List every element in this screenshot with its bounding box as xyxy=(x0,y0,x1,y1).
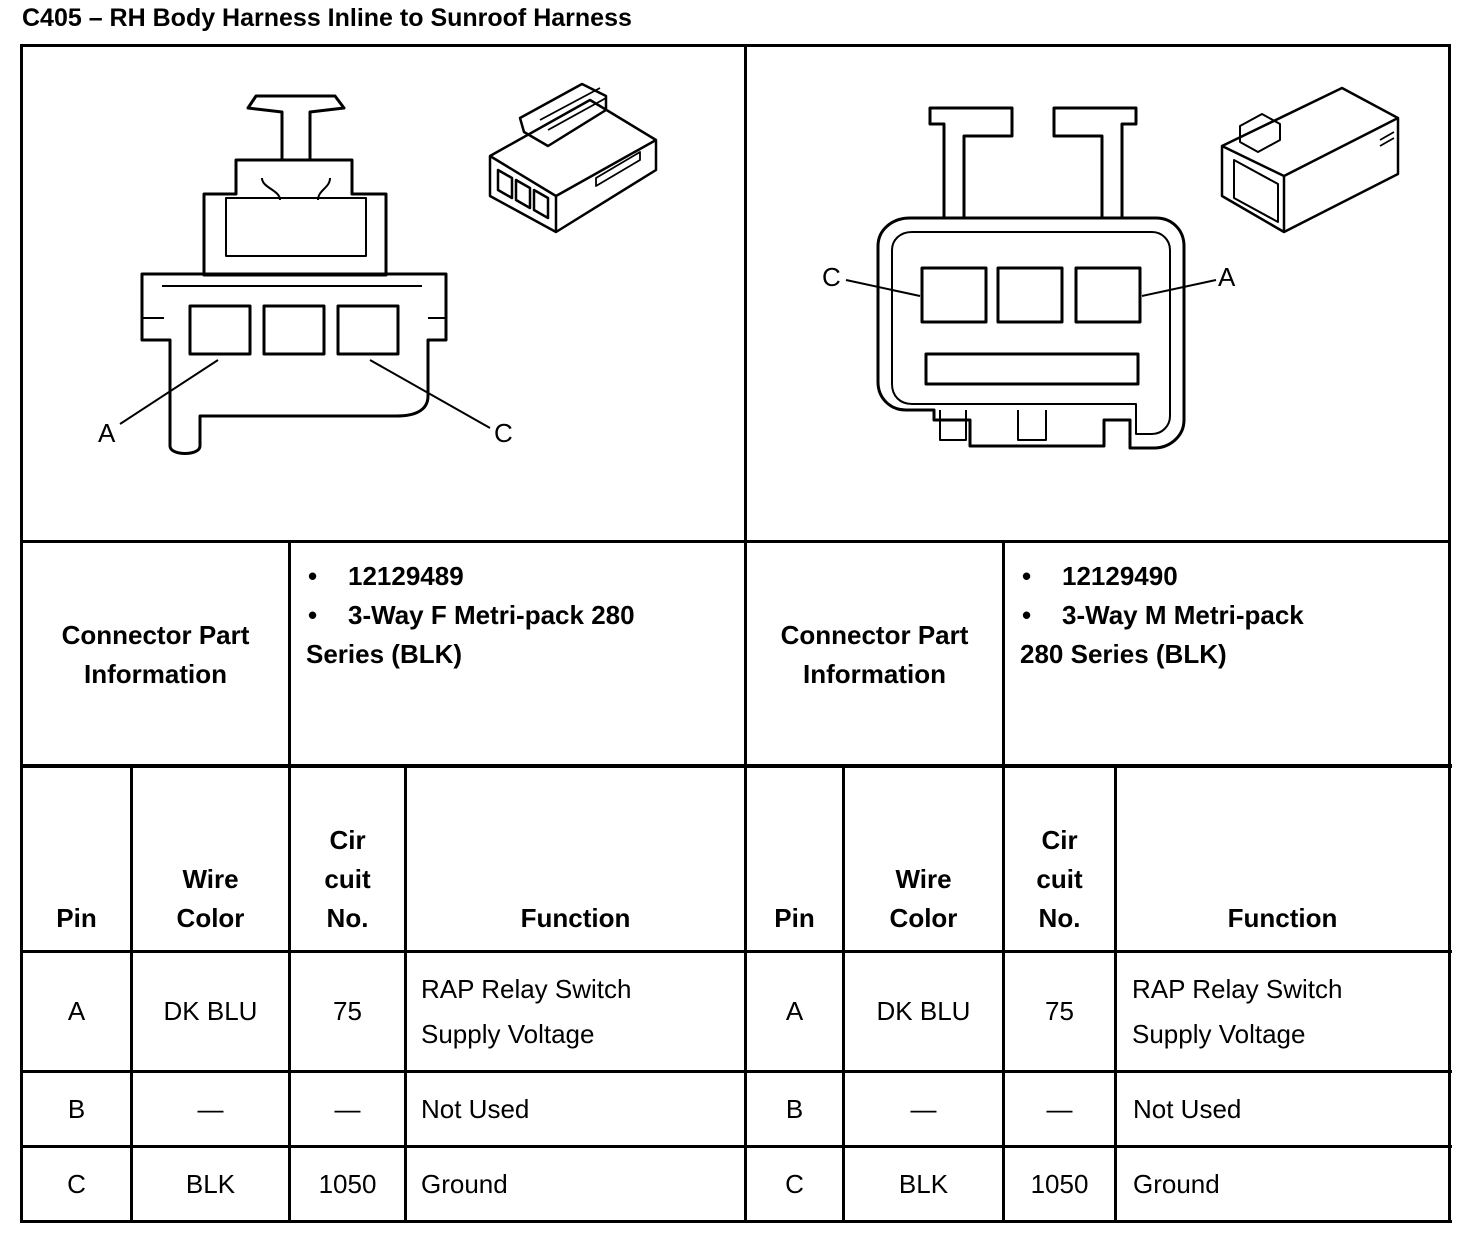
function-cell: RAP Relay Switch Supply Voltage xyxy=(421,967,632,1057)
wire-color-cell: — xyxy=(910,1093,937,1124)
connector-part-list: • 12129489 • 3-Way F Metri-pack 280 Seri… xyxy=(306,557,736,674)
function-cell: RAP Relay Switch Supply Voltage xyxy=(1132,967,1343,1057)
function-cell: Not Used xyxy=(421,1093,530,1124)
column-header-wire-color: Wire Color xyxy=(845,860,1002,938)
diagram-label-pin-c-left: C xyxy=(494,418,513,448)
circuit-cell: 1050 xyxy=(1030,1168,1089,1199)
grid-line xyxy=(1448,44,1451,1223)
header-line: Cir xyxy=(329,825,366,855)
function-line: Supply Voltage xyxy=(1132,1019,1306,1049)
female-connector-iso-drawing xyxy=(488,82,658,234)
grid-line xyxy=(842,764,845,1223)
part-number: 12129489 xyxy=(348,561,464,591)
bullet-icon: • xyxy=(1022,561,1032,591)
header-line: Wire xyxy=(182,864,239,894)
grid-line xyxy=(20,44,23,1223)
circuit-cell: — xyxy=(334,1093,361,1124)
info-label-line: Information xyxy=(84,659,227,689)
column-header-circuit: Cir cuit No. xyxy=(291,821,404,938)
grid-line xyxy=(1114,764,1117,1223)
info-label-line: Information xyxy=(803,659,946,689)
column-header-circuit: Cir cuit No. xyxy=(1005,821,1114,938)
circuit-cell: 75 xyxy=(1045,996,1074,1026)
grid-line xyxy=(130,764,133,1223)
part-number: 12129490 xyxy=(1062,561,1178,591)
function-cell: Ground xyxy=(421,1168,508,1199)
pin-cell: A xyxy=(785,996,804,1026)
wire-color-cell: — xyxy=(197,1093,224,1124)
bullet-icon: • xyxy=(1022,600,1032,630)
pin-cell: A xyxy=(67,996,86,1026)
grid-line xyxy=(1002,540,1005,1223)
wire-color-cell: DK BLU xyxy=(163,996,258,1026)
circuit-cell: 1050 xyxy=(318,1168,377,1199)
grid-line xyxy=(20,1145,1452,1148)
diagram-label-pin-a-right: A xyxy=(1218,262,1236,292)
diagram-label-pin-a-left: A xyxy=(98,418,116,448)
wire-color-cell: DK BLU xyxy=(876,996,971,1026)
list-item: • 3-Way M Metri-pack xyxy=(1020,596,1445,635)
function-line: RAP Relay Switch xyxy=(421,974,632,1004)
circuit-cell: 75 xyxy=(333,996,362,1026)
male-connector-iso-drawing xyxy=(1220,86,1400,234)
function-line: Supply Voltage xyxy=(421,1019,595,1049)
header-line: Color xyxy=(176,903,245,933)
female-connector-face-drawing xyxy=(119,94,491,455)
connector-description: 3-Way M Metri-pack xyxy=(1062,600,1304,630)
header-line: No. xyxy=(326,903,369,933)
header-line: cuit xyxy=(1036,864,1083,894)
function-cell: Not Used xyxy=(1133,1093,1242,1124)
connector-description: 3-Way F Metri-pack 280 xyxy=(348,600,635,630)
info-label-line: Connector Part xyxy=(780,620,969,650)
grid-line xyxy=(20,1220,1452,1223)
grid-line xyxy=(20,1070,1452,1073)
header-line: Cir xyxy=(1041,825,1078,855)
list-item: • 3-Way F Metri-pack 280 xyxy=(306,596,736,635)
column-header-pin: Pin xyxy=(774,903,815,933)
connector-part-list: • 12129490 • 3-Way M Metri-pack 280 Seri… xyxy=(1020,557,1445,674)
connector-diagrams xyxy=(119,82,1400,455)
wire-color-cell: BLK xyxy=(185,1168,236,1199)
header-line: Wire xyxy=(895,864,952,894)
circuit-cell: — xyxy=(1046,1093,1073,1124)
list-item: • 12129490 xyxy=(1020,557,1445,596)
grid-line xyxy=(20,764,1452,768)
pin-cell: C xyxy=(785,1168,804,1199)
column-header-pin: Pin xyxy=(56,903,97,933)
grid-line xyxy=(288,540,291,1223)
wire-color-cell: BLK xyxy=(898,1168,949,1199)
function-cell: Ground xyxy=(1133,1168,1220,1199)
list-item: • 12129489 xyxy=(306,557,736,596)
function-line: RAP Relay Switch xyxy=(1132,974,1343,1004)
bullet-icon: • xyxy=(308,600,318,630)
grid-line xyxy=(20,540,1451,543)
bullet-icon: • xyxy=(308,561,318,591)
column-header-function: Function xyxy=(1227,903,1338,933)
header-line: No. xyxy=(1038,903,1081,933)
grid-line xyxy=(20,44,1451,47)
page-title: C405 – RH Body Harness Inline to Sunroof… xyxy=(22,4,632,32)
diagram-label-pin-c-right: C xyxy=(822,262,841,292)
column-header-wire-color: Wire Color xyxy=(133,860,288,938)
connector-description-cont: Series (BLK) xyxy=(306,639,463,669)
pin-cell: C xyxy=(67,1168,86,1199)
pin-cell: B xyxy=(785,1093,804,1124)
connector-part-info-label: Connector Part Information xyxy=(23,616,288,694)
connector-description-cont: 280 Series (BLK) xyxy=(1020,639,1227,669)
header-line: cuit xyxy=(324,864,371,894)
connector-part-info-label: Connector Part Information xyxy=(747,616,1002,694)
header-line: Color xyxy=(889,903,958,933)
grid-line xyxy=(744,44,747,1223)
grid-line xyxy=(404,764,407,1223)
column-header-function: Function xyxy=(520,903,631,933)
info-label-line: Connector Part xyxy=(61,620,250,650)
pin-cell: B xyxy=(67,1093,86,1124)
grid-line xyxy=(20,950,1452,953)
male-connector-face-drawing xyxy=(845,106,1217,450)
